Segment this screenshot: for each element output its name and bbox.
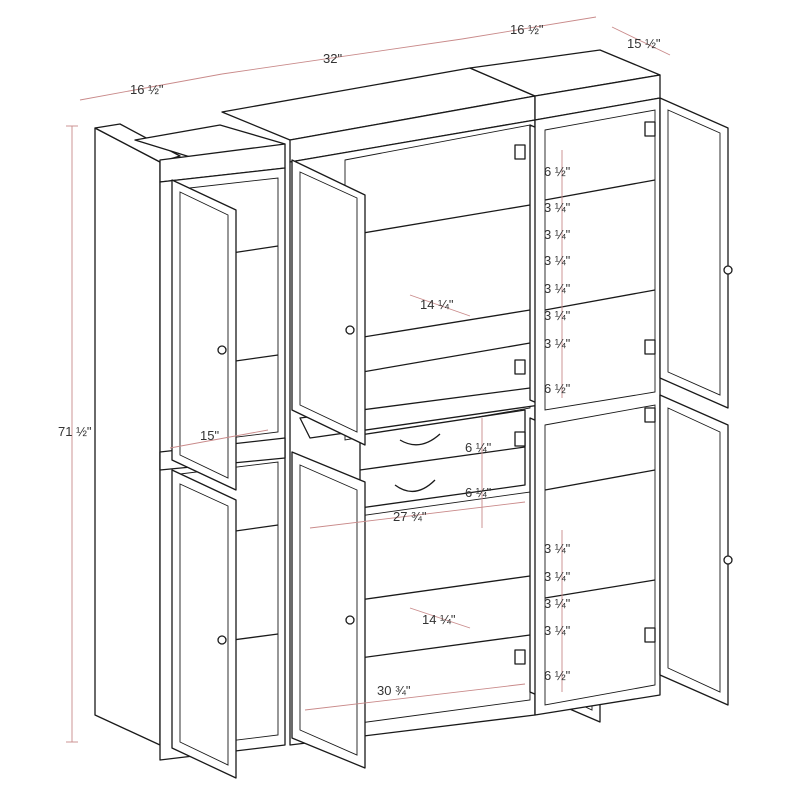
upper-spacing: 3 ¼"	[544, 336, 571, 351]
dim-left-width: 16 ½"	[130, 82, 164, 97]
center-upper-knob	[345, 325, 355, 335]
dim-drawer-width: 27 ¾"	[393, 509, 427, 524]
upper-spacing: 3 ¼"	[544, 227, 571, 242]
lower-spacing: 6 ½"	[544, 668, 571, 683]
top-dimension-lines	[66, 16, 671, 743]
upper-spacing: 3 ¼"	[544, 281, 571, 296]
dim-right-width: 16 ½"	[510, 22, 544, 37]
right-cabinet	[469, 49, 733, 716]
upper-left-knob	[217, 345, 227, 355]
upper-spacing: 3 ¼"	[544, 200, 571, 215]
lower-spacing: 3 ¼"	[544, 569, 571, 584]
dim-drawer-height-2: 6 ¼"	[465, 485, 492, 500]
lower-left-knob	[217, 635, 227, 645]
dim-center-width: 32"	[323, 51, 342, 66]
dim-side-shelf-depth: 15"	[200, 428, 219, 443]
center-cabinet	[221, 67, 601, 769]
center-lower-knob	[345, 615, 355, 625]
lower-spacing: 3 ¼"	[544, 541, 571, 556]
upper-spacing: 3 ¼"	[544, 308, 571, 323]
lower-spacing: 3 ¼"	[544, 623, 571, 638]
dimension-labels: 16 ½" 32" 16 ½" 15 ½" 71 ½" 15" 14 ¼" 6 …	[58, 22, 661, 698]
lower-spacing: 3 ¼"	[544, 596, 571, 611]
dim-height: 71 ½"	[58, 424, 92, 439]
dim-base-width: 30 ¾"	[377, 683, 411, 698]
right-upper-knob	[723, 265, 733, 275]
upper-spacing: 6 ½"	[544, 164, 571, 179]
dim-depth: 15 ½"	[627, 36, 661, 51]
dim-drawer-height-1: 6 ¼"	[465, 440, 492, 455]
upper-spacing: 3 ¼"	[544, 253, 571, 268]
left-cabinet	[94, 123, 286, 779]
right-lower-knob	[723, 555, 733, 565]
dim-lower-shelf-width: 14 ¼"	[422, 612, 456, 627]
dim-upper-shelf-width: 14 ¼"	[420, 297, 454, 312]
upper-spacing: 6 ½"	[544, 381, 571, 396]
